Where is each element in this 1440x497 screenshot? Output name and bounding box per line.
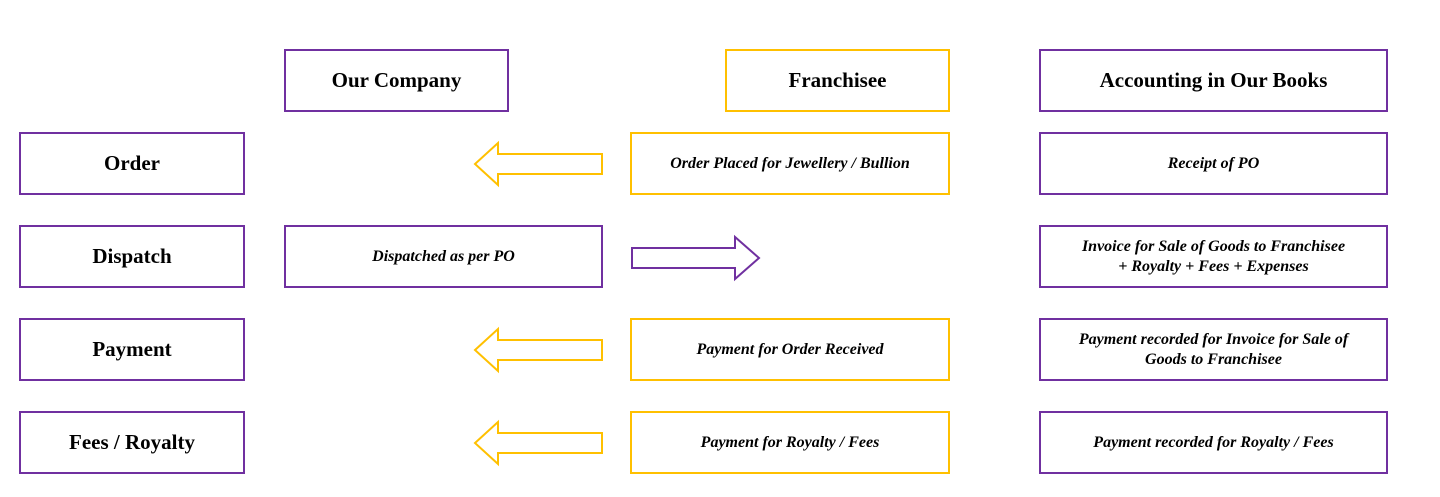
accounting-invoice-sale-line1: Invoice for Sale of Goods to Franchisee — [1081, 237, 1346, 255]
header-accounting-text: Accounting in Our Books — [1099, 68, 1328, 92]
left-arrow-icon — [473, 326, 603, 374]
accounting-payment-invoice-line1: Payment recorded for Invoice for Sale of — [1078, 330, 1349, 348]
right-arrow-icon — [631, 234, 761, 282]
row-label-fees-royalty: Fees / Royalty — [19, 411, 245, 474]
franchisee-order-placed-text: Order Placed for Jewellery / Bullion — [670, 154, 910, 172]
header-franchisee: Franchisee — [725, 49, 950, 112]
accounting-receipt-of-po: Receipt of PO — [1039, 132, 1388, 195]
accounting-invoice-sale: Invoice for Sale of Goods to Franchisee … — [1039, 225, 1388, 288]
row-label-payment: Payment — [19, 318, 245, 381]
franchisee-payment-order-text: Payment for Order Received — [696, 340, 884, 358]
accounting-receipt-of-po-text: Receipt of PO — [1167, 154, 1260, 172]
header-accounting: Accounting in Our Books — [1039, 49, 1388, 112]
left-arrow-icon — [473, 140, 603, 188]
accounting-payment-invoice-line2: Goods to Franchisee — [1145, 350, 1282, 368]
row-label-order: Order — [19, 132, 245, 195]
franchisee-payment-royalty-text: Payment for Royalty / Fees — [700, 433, 880, 451]
row-label-text: Payment — [92, 337, 172, 361]
accounting-payment-invoice: Payment recorded for Invoice for Sale of… — [1039, 318, 1388, 381]
accounting-payment-royalty: Payment recorded for Royalty / Fees — [1039, 411, 1388, 474]
franchisee-payment-order: Payment for Order Received — [630, 318, 950, 381]
header-our-company-text: Our Company — [331, 68, 462, 92]
header-franchisee-text: Franchisee — [788, 68, 887, 92]
company-dispatched-as-per-po: Dispatched as per PO — [284, 225, 603, 288]
row-label-text: Order — [104, 151, 160, 175]
company-dispatched-as-per-po-text: Dispatched as per PO — [372, 247, 515, 265]
left-arrow-icon — [473, 419, 603, 467]
franchisee-payment-royalty: Payment for Royalty / Fees — [630, 411, 950, 474]
accounting-payment-royalty-text: Payment recorded for Royalty / Fees — [1093, 433, 1334, 451]
row-label-text: Fees / Royalty — [69, 430, 195, 454]
accounting-invoice-sale-line2: + Royalty + Fees + Expenses — [1118, 257, 1309, 275]
header-our-company: Our Company — [284, 49, 509, 112]
row-label-text: Dispatch — [92, 244, 172, 268]
franchisee-order-placed: Order Placed for Jewellery / Bullion — [630, 132, 950, 195]
row-label-dispatch: Dispatch — [19, 225, 245, 288]
